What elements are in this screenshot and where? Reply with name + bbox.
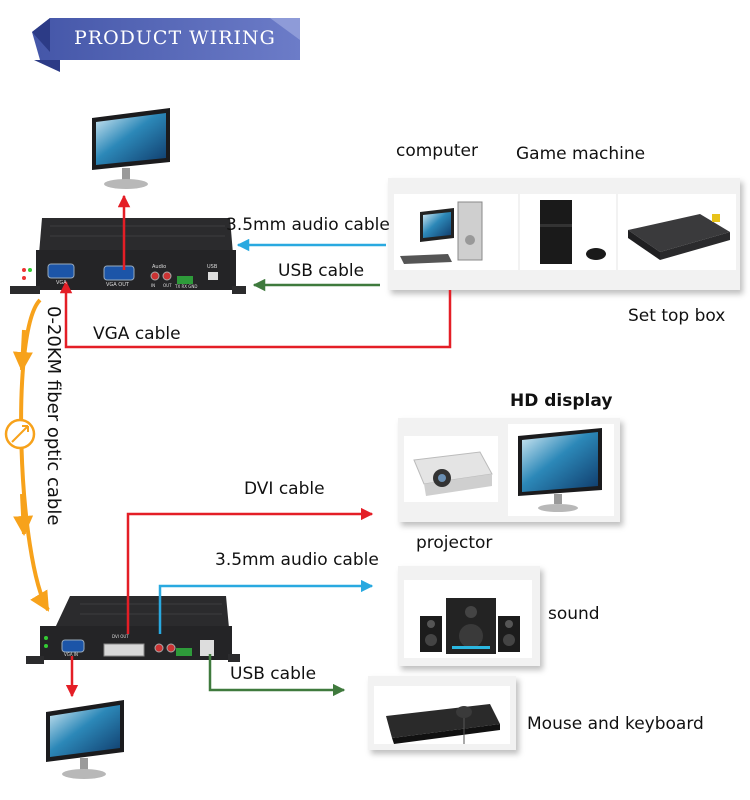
upper-cables xyxy=(59,194,452,349)
dvi-cable-label: DVI cable xyxy=(244,479,325,499)
vga-in-lower-port-label: VGA IN xyxy=(64,652,79,657)
upper-transmitter-device xyxy=(10,218,246,294)
mouse-keyboard-icon xyxy=(386,704,500,744)
vga-cable-label: VGA cable xyxy=(93,324,181,344)
computer-label: computer xyxy=(396,141,478,161)
lower-usb-cable-label: USB cable xyxy=(230,664,317,684)
serial-port-label: TX RX GND xyxy=(175,284,198,289)
projector-label: projector xyxy=(416,533,493,553)
fiber-cable-label: 0-20KM fiber optic cable xyxy=(43,306,64,526)
bottom-monitor-icon xyxy=(46,700,124,779)
vga-in-port-label: VGA xyxy=(56,280,67,286)
projector-icon xyxy=(413,451,493,496)
set-top-box-label: Set top box xyxy=(628,306,726,326)
top-monitor-icon xyxy=(92,108,170,189)
speakers-icon xyxy=(420,598,520,654)
hd-display-label: HD display xyxy=(510,391,613,411)
usb-port-label: USB xyxy=(207,264,218,270)
vga-out-port-label: VGA OUT xyxy=(106,282,129,288)
sound-label: sound xyxy=(548,604,600,624)
mouse-keyboard-label: Mouse and keyboard xyxy=(527,714,704,734)
upper-usb-cable-label: USB cable xyxy=(278,261,365,281)
upper-audio-cable-label: 3.5mm audio cable xyxy=(226,215,390,235)
set-top-box-icon xyxy=(628,214,730,260)
dvi-out-port-label: DVI OUT xyxy=(112,634,129,639)
lower-cables xyxy=(65,507,374,698)
game-machine-icon xyxy=(540,200,606,264)
fiber-optic-cable xyxy=(4,298,50,612)
audio-in-port-label: IN xyxy=(151,283,156,288)
page-title: PRODUCT WIRING xyxy=(74,27,276,49)
game-machine-label: Game machine xyxy=(516,144,646,164)
computer-icon xyxy=(400,201,483,264)
lower-audio-cable-label: 3.5mm audio cable xyxy=(215,550,379,570)
audio-port-label: Audio xyxy=(152,264,167,270)
banner xyxy=(32,18,300,72)
lower-receiver-device xyxy=(26,596,240,664)
audio-out-port-label: OUT xyxy=(163,283,172,288)
hd-display-icon xyxy=(518,428,602,512)
